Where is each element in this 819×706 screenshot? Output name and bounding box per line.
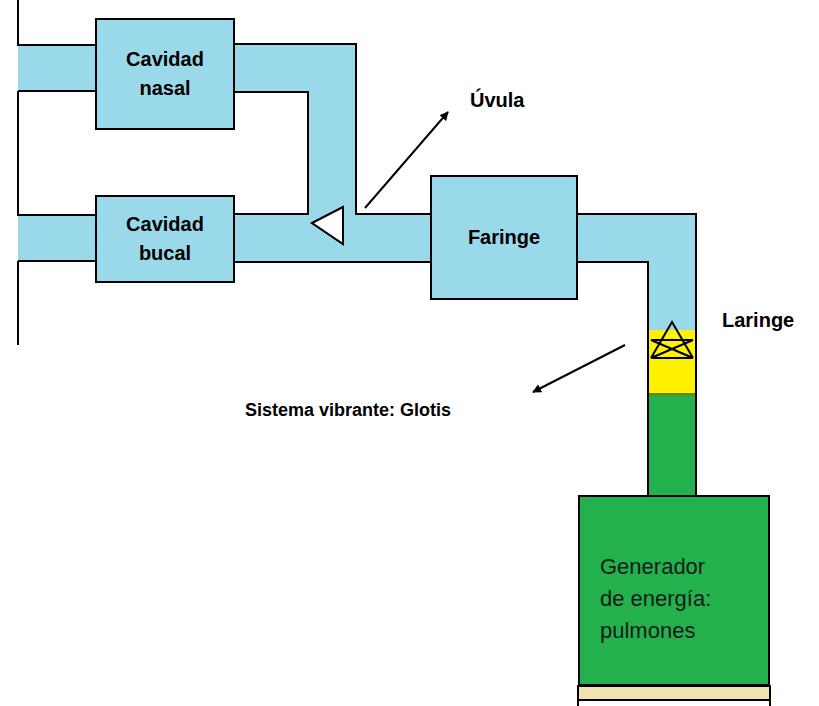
diaphragm-band <box>578 686 770 700</box>
node-text: Generador de energía: pulmones <box>600 551 724 647</box>
part-label: Laringe <box>722 308 794 332</box>
cavity-box: Cavidad bucal <box>95 195 235 283</box>
node-text: Cavidad bucal <box>115 210 215 268</box>
tube-outlines <box>235 68 672 495</box>
nasal-opening <box>18 45 97 91</box>
glottis-border <box>647 394 697 395</box>
cavity-box: Cavidad nasal <box>95 18 235 130</box>
leader-line <box>533 345 625 392</box>
node-text: Faringe <box>468 223 540 252</box>
lungs-box: Generador de energía: pulmones <box>578 495 770 686</box>
node-text: Cavidad nasal <box>115 45 215 103</box>
trachea-fill <box>649 395 695 496</box>
tube-fills <box>235 68 672 495</box>
part-label: Úvula <box>470 88 524 112</box>
glottis-symbol <box>651 322 693 358</box>
part-label: Sistema vibrante: Glotis <box>245 400 451 422</box>
base-outline <box>578 700 770 706</box>
uvula-symbol <box>312 207 343 244</box>
oral-opening <box>18 215 97 261</box>
pharynx-box: Faringe <box>430 175 578 300</box>
face-outline <box>18 0 97 345</box>
